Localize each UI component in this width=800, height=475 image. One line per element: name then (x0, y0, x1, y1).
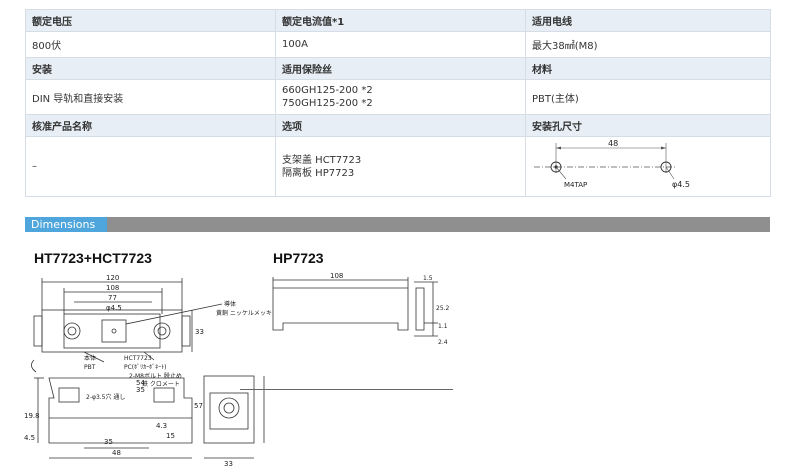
dim-4-5: 4.5 (24, 434, 35, 442)
dim-54: 54 (136, 379, 145, 387)
tap-label: M4TAP (564, 181, 587, 189)
dim-1-5: 1.5 (423, 275, 433, 282)
note-bolt: 2-M8ボルト 脱止め (129, 372, 182, 380)
dim-57-left: 57 (194, 402, 203, 410)
plate-outline (272, 287, 409, 331)
tap-hole-icon (550, 161, 562, 173)
mounting-hole-drawing: 48 M4TAP φ4.5 (525, 136, 771, 197)
value-approved-product: – (25, 136, 276, 197)
spec-value-row-3: – 支架盖 HCT7723 隔离板 HP7723 48 M4TAP φ4.5 (25, 136, 771, 197)
right-drawing-title: HP7723 (273, 250, 324, 266)
note-conductor: 導体 (224, 300, 236, 308)
note-body: 本体 (84, 354, 96, 362)
header-rated-voltage: 额定电压 (25, 9, 276, 32)
dim-25-2: 25.2 (436, 305, 450, 312)
option-line: 隔离板 HP7723 (282, 167, 355, 179)
dim-48: 48 (112, 449, 121, 457)
ht7723-drawing: 120 108 77 φ4.5 33 導体 黄銅 ニッケルメッキ 本体 PBT … (24, 274, 272, 468)
note-brass: 黄銅 ニッケルメッキ (216, 309, 272, 317)
dim-inner: 77 (108, 294, 117, 302)
left-drawing-title: HT7723+HCT7723 (34, 250, 152, 266)
note-holes: 2-φ3.5穴 通し (86, 393, 125, 401)
side-screw-icon (218, 397, 240, 419)
dim-height-33: 33 (195, 328, 204, 336)
dim-4-3: 4.3 (156, 422, 167, 430)
dim-35a: 35 (136, 386, 145, 394)
front-view-body (48, 377, 193, 444)
dim-35b: 35 (104, 438, 113, 446)
dim-108-plate: 108 (330, 272, 343, 280)
spec-table: 额定电压 额定电流值*1 适用电线 800伏 100A 最大38㎟(M8) 安装… (25, 9, 771, 197)
mounting-hole-svg: 48 M4TAP φ4.5 (534, 139, 690, 189)
value-applicable-fuse: 660GH125-200 *2 750GH125-200 *2 (275, 79, 526, 115)
side-view-body (203, 375, 255, 444)
value-rated-voltage: 800伏 (25, 31, 276, 58)
dim-overall-width: 120 (106, 274, 119, 282)
value-options: 支架盖 HCT7723 隔离板 HP7723 (275, 136, 526, 197)
dim-33-side: 33 (224, 460, 233, 468)
dim-2-4: 2.4 (438, 339, 448, 346)
value-material: PBT(主体) (525, 79, 771, 115)
header-material: 材料 (525, 57, 771, 80)
hole-diameter-label: φ4.5 (672, 180, 690, 189)
note-pbt: PBT (84, 364, 96, 371)
value-rated-current: 100A (275, 31, 526, 58)
option-line: 支架盖 HCT7723 (282, 154, 362, 166)
drawing-divider (240, 389, 453, 390)
header-options: 选项 (275, 114, 526, 137)
header-applicable-wire: 适用电线 (525, 9, 771, 32)
dim-1-1: 1.1 (438, 323, 448, 330)
through-hole-icon (660, 161, 672, 173)
header-applicable-fuse: 适用保险丝 (275, 57, 526, 80)
dim-15: 15 (166, 432, 175, 440)
fuse-line: 660GH125-200 *2 (282, 85, 373, 96)
hp7723-drawing: 108 1.5 25.2 1.1 2.4 (272, 272, 450, 346)
header-rated-current: 额定电流值*1 (275, 9, 526, 32)
value-installation: DIN 导轨和直接安装 (25, 79, 276, 115)
fuse-line: 750GH125-200 *2 (282, 98, 373, 109)
hole-width-label: 48 (608, 139, 618, 148)
dimensions-bar: Dimensions (25, 217, 770, 232)
dimensions-tab: Dimensions (25, 217, 107, 232)
header-approved-product: 核准产品名称 (25, 114, 276, 137)
plate-side-view (415, 287, 425, 331)
terminal-screw-icon (63, 322, 81, 340)
dim-pitch: 108 (106, 284, 119, 292)
spec-header-row-3: 核准产品名称 选项 安装孔尺寸 (25, 114, 771, 137)
dim-19-8: 19.8 (24, 412, 40, 420)
spec-value-row-1: 800伏 100A 最大38㎟(M8) (25, 31, 771, 58)
header-mounting-hole: 安装孔尺寸 (525, 114, 771, 137)
header-installation: 安装 (25, 57, 276, 80)
spec-value-row-2: DIN 导轨和直接安装 660GH125-200 *2 750GH125-200… (25, 79, 771, 115)
note-iron: 鉄 クロメート (142, 380, 180, 388)
note-pc: PC(ﾎﾟﾘｶｰﾎﾞﾈｰﾄ) (124, 364, 167, 371)
note-hct: HCT7723 (124, 355, 152, 362)
dim-hole: φ4.5 (106, 304, 122, 312)
value-applicable-wire: 最大38㎟(M8) (525, 31, 771, 58)
terminal-screw-icon (153, 322, 171, 340)
spec-header-row-2: 安装 适用保险丝 材料 (25, 57, 771, 80)
spec-header-row-1: 额定电压 额定电流值*1 适用电线 (25, 9, 771, 32)
